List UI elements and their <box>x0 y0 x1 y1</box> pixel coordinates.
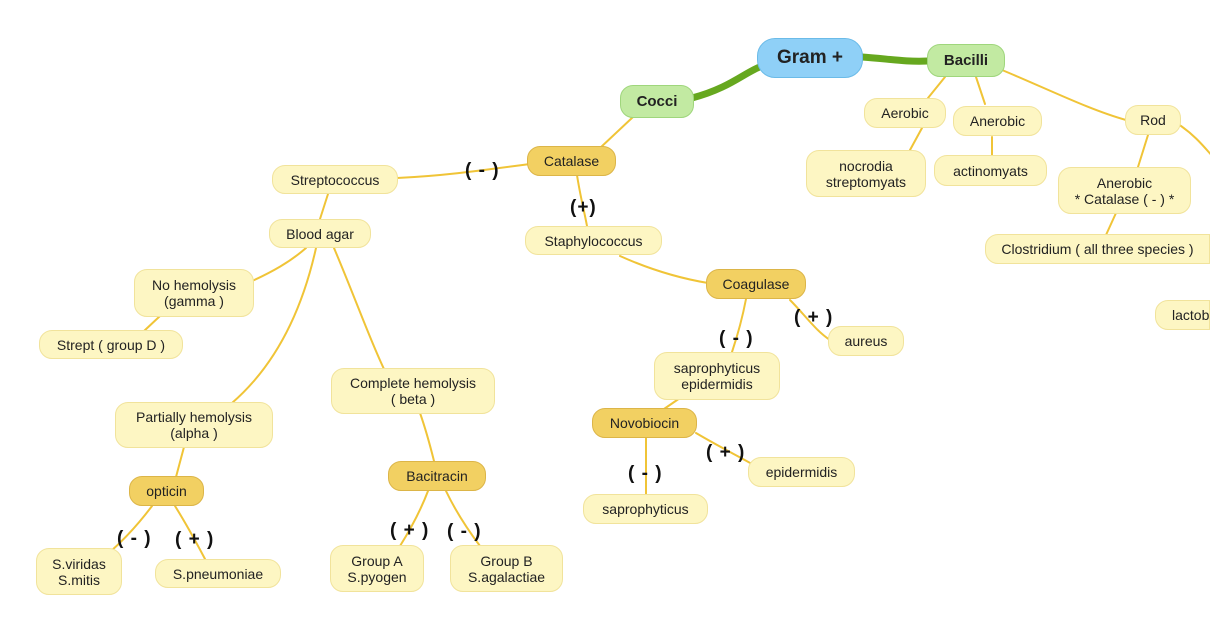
edge-anerobic-clostridium <box>1105 212 1117 236</box>
node-gram-positive[interactable]: Gram + <box>757 38 863 78</box>
label-bacitracin-positive: ( + ) <box>390 520 430 541</box>
edge-opticin-sviridas <box>109 505 153 553</box>
edge-coag-saproepi <box>731 298 747 353</box>
node-novobiocin[interactable]: Novobiocin <box>592 408 697 438</box>
label-bacitracin-negative: ( - ) <box>447 521 482 542</box>
node-coagulase[interactable]: Coagulase <box>706 269 806 299</box>
label-novobiocin-positive: ( + ) <box>706 442 746 463</box>
edge-cocci-catalase <box>599 116 634 149</box>
node-blood-agar[interactable]: Blood agar <box>269 219 371 248</box>
node-anerobic[interactable]: Anerobic <box>953 106 1042 136</box>
label-novobiocin-negative: ( - ) <box>628 463 663 484</box>
edge-root-cocci <box>688 62 766 102</box>
edge-bacitracin-groupa <box>399 490 429 547</box>
node-actinomyats[interactable]: actinomyats <box>934 155 1047 186</box>
edge-blood-complete <box>333 247 385 370</box>
edge-bacitracin-groupb <box>445 490 481 547</box>
edge-rod-offscreen <box>1177 123 1210 155</box>
edge-complete-bacitracin <box>419 412 435 462</box>
node-partially-hemolysis[interactable]: Partially hemolysis (alpha ) <box>115 402 273 448</box>
label-opticin-positive: ( + ) <box>175 529 215 550</box>
edge-partial-opticin <box>175 446 185 478</box>
label-coagulase-positive: ( + ) <box>794 307 834 328</box>
edge-bacilli-anerobic <box>975 76 986 105</box>
edge-opticin-spneumo <box>174 505 206 560</box>
label-coagulase-negative: ( - ) <box>719 328 754 349</box>
edge-rod-anerobic <box>1137 134 1149 168</box>
node-nocrodia[interactable]: nocrodia streptomyats <box>806 150 926 197</box>
node-saprophyticus-epidermidis[interactable]: saprophyticus epidermidis <box>654 352 780 400</box>
node-staphylococcus[interactable]: Staphylococcus <box>525 226 662 255</box>
edge-catalase-strep <box>396 163 531 179</box>
node-bacilli[interactable]: Bacilli <box>927 44 1005 77</box>
node-clostridium[interactable]: Clostridium ( all three species ) <box>985 234 1210 264</box>
label-opticin-negative: ( - ) <box>117 528 152 549</box>
edge-nohemo-groupd <box>143 315 161 332</box>
node-group-a[interactable]: Group A S.pyogen <box>330 545 424 592</box>
edge-novo-epi <box>695 432 753 465</box>
node-aerobic[interactable]: Aerobic <box>864 98 946 128</box>
edge-staph-coagulase <box>619 255 709 284</box>
edge-bacilli-aerobic <box>927 76 946 99</box>
node-s-pneumoniae[interactable]: S.pneumoniae <box>155 559 281 588</box>
node-opticin[interactable]: opticin <box>129 476 204 506</box>
node-aureus[interactable]: aureus <box>828 326 904 356</box>
node-no-hemolysis[interactable]: No hemolysis (gamma ) <box>134 269 254 317</box>
node-strept-group-d[interactable]: Strept ( group D ) <box>39 330 183 359</box>
node-saprophyticus[interactable]: saprophyticus <box>583 494 708 524</box>
edge-blood-nohemo <box>249 247 307 283</box>
edge-aerobic-nocrodia <box>909 127 923 151</box>
edge-root-bacilli <box>858 53 932 65</box>
node-lactob[interactable]: lactob <box>1155 300 1210 330</box>
edge-blood-partial <box>231 247 317 404</box>
edge-strep-bloodagar <box>319 193 329 220</box>
node-epidermidis[interactable]: epidermidis <box>748 457 855 487</box>
node-streptococcus[interactable]: Streptococcus <box>272 165 398 194</box>
node-group-b[interactable]: Group B S.agalactiae <box>450 545 563 592</box>
node-s-viridas[interactable]: S.viridas S.mitis <box>36 548 122 595</box>
edge-catalase-staph <box>576 174 588 227</box>
label-catalase-positive: (+) <box>570 197 597 218</box>
node-catalase[interactable]: Catalase <box>527 146 616 176</box>
edge-coag-aureus <box>789 299 831 341</box>
node-cocci[interactable]: Cocci <box>620 85 694 118</box>
node-complete-hemolysis[interactable]: Complete hemolysis ( beta ) <box>331 368 495 414</box>
node-anerobic-catalase[interactable]: Anerobic * Catalase ( - ) * <box>1058 167 1191 214</box>
label-catalase-negative: ( - ) <box>465 160 500 181</box>
node-bacitracin[interactable]: Bacitracin <box>388 461 486 491</box>
node-rod[interactable]: Rod <box>1125 105 1181 135</box>
edge-bacilli-rod <box>1001 69 1127 121</box>
